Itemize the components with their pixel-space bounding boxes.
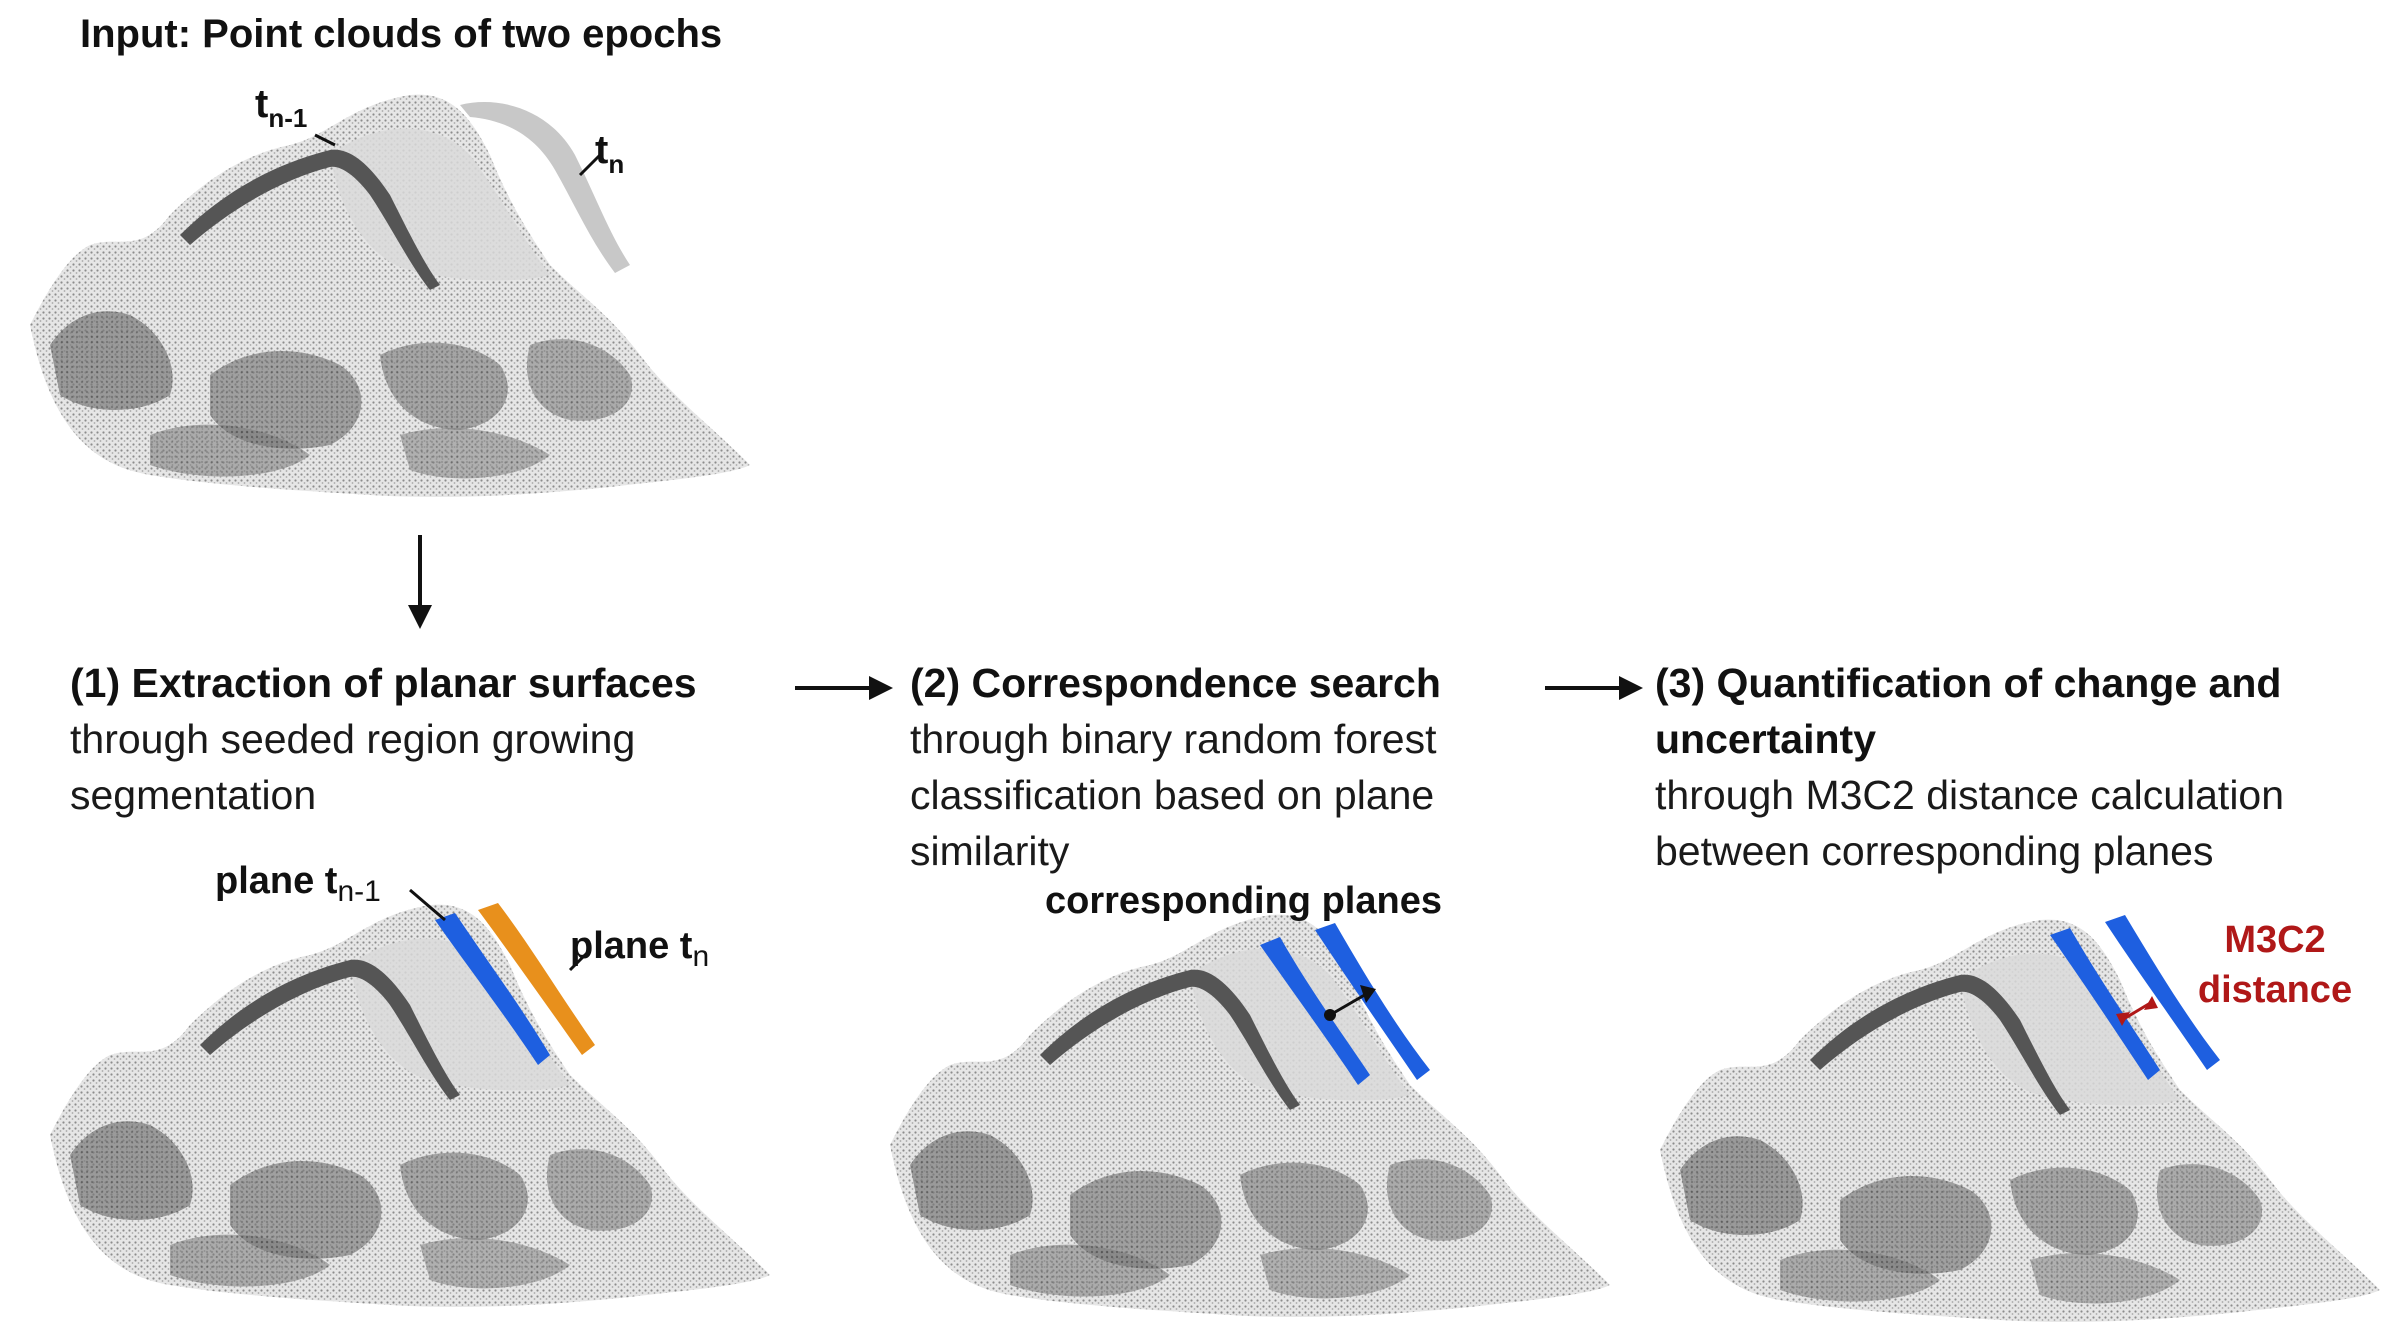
panel-2-point-cloud	[890, 914, 1610, 1318]
m3c2-plane-a	[2050, 928, 2160, 1080]
plane-tn-1-blue	[435, 913, 550, 1065]
step-1-title: (1) Extraction of planar surfaces	[70, 660, 697, 706]
leader-line-tn	[578, 153, 602, 177]
right-arrow-1	[795, 676, 893, 700]
step-3-title-line-1: (3) Quantification of change and	[1655, 660, 2282, 706]
panel-3-point-cloud	[1660, 915, 2380, 1322]
panel-1-point-cloud	[50, 888, 770, 1308]
step-2-desc-line-2: classification based on plane	[910, 772, 1435, 818]
label-t-n-1: tn-1	[255, 82, 308, 133]
label-m3c2-distance: M3C2 distance	[2175, 915, 2375, 1015]
step-1-desc-line-2: segmentation	[70, 772, 317, 818]
step-3-title-line-2: uncertainty	[1655, 716, 1876, 762]
step-3-desc-line-1: through M3C2 distance calculation	[1655, 772, 2285, 818]
step-3-text: (3) Quantification of change and uncerta…	[1655, 655, 2385, 879]
leader-line-tn-1	[314, 133, 336, 147]
step-1-desc-line-1: through seeded region growing	[70, 716, 636, 762]
label-plane-t-n-1: plane tn-1	[215, 860, 381, 908]
step-3-desc-line-2: between corresponding planes	[1655, 828, 2214, 874]
down-arrow	[408, 535, 432, 629]
corresponding-plane-b	[1315, 923, 1430, 1080]
input-title: Input: Point clouds of two epochs	[80, 12, 723, 56]
right-arrow-2	[1545, 676, 1643, 700]
leader-line-plane-tn	[568, 948, 592, 972]
step-2-desc-line-3: similarity	[910, 828, 1070, 874]
label-distance: distance	[2197, 969, 2353, 1011]
m3c2-plane-b	[2105, 915, 2220, 1070]
correspondence-point	[1324, 1009, 1336, 1021]
corresponding-plane-a	[1260, 937, 1370, 1085]
label-corresponding-planes: corresponding planes	[1045, 880, 1442, 922]
leader-line-plane-tn-1	[409, 888, 446, 922]
input-point-cloud	[30, 94, 750, 498]
step-1-text: (1) Extraction of planar surfaces throug…	[70, 655, 790, 823]
label-plane-t-n: plane tn	[570, 925, 710, 973]
step-2-text: (2) Correspondence search through binary…	[910, 655, 1590, 879]
epoch-tn-surface	[460, 102, 630, 273]
label-m3c2: M3C2	[2224, 919, 2326, 961]
correspondence-arrow	[1329, 991, 1369, 1017]
step-2-desc-line-1: through binary random forest	[910, 716, 1437, 762]
step-2-title: (2) Correspondence search	[910, 660, 1441, 706]
label-t-n: tn	[595, 128, 625, 179]
plane-tn-orange	[478, 903, 595, 1055]
